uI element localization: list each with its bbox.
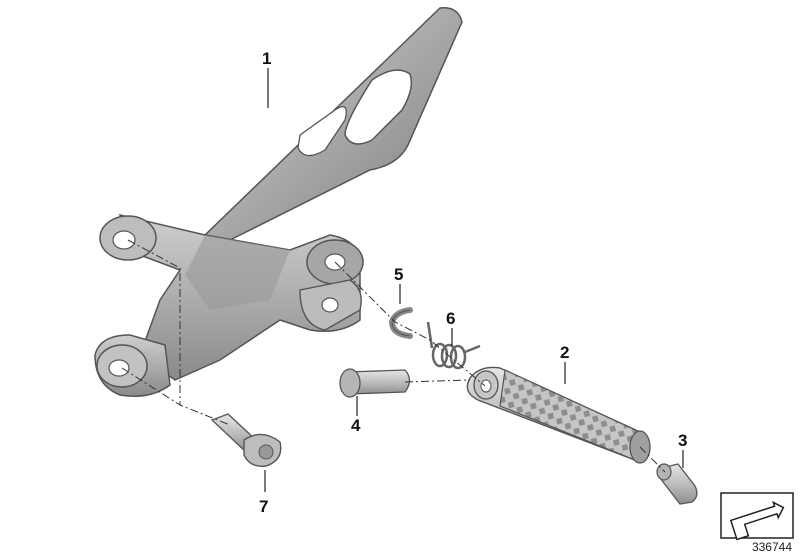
callout-4: 4 [351,416,361,435]
callout-5: 5 [394,265,404,284]
callout-1: 1 [262,49,272,68]
callout-7: 7 [259,497,269,516]
socket-bolt [210,413,282,467]
peg-insert [656,463,698,505]
circlip [388,307,413,339]
callout-2: 2 [560,343,570,362]
callout-3: 3 [678,431,688,450]
footrest-bracket [94,7,463,397]
footpeg [466,366,651,464]
diagram-id: 336744 [751,540,792,554]
pin [339,368,411,398]
catalog-arrow-icon [720,492,794,541]
assembly-axes [121,239,666,473]
callout-6: 6 [446,309,456,328]
leader-lines [264,68,684,492]
